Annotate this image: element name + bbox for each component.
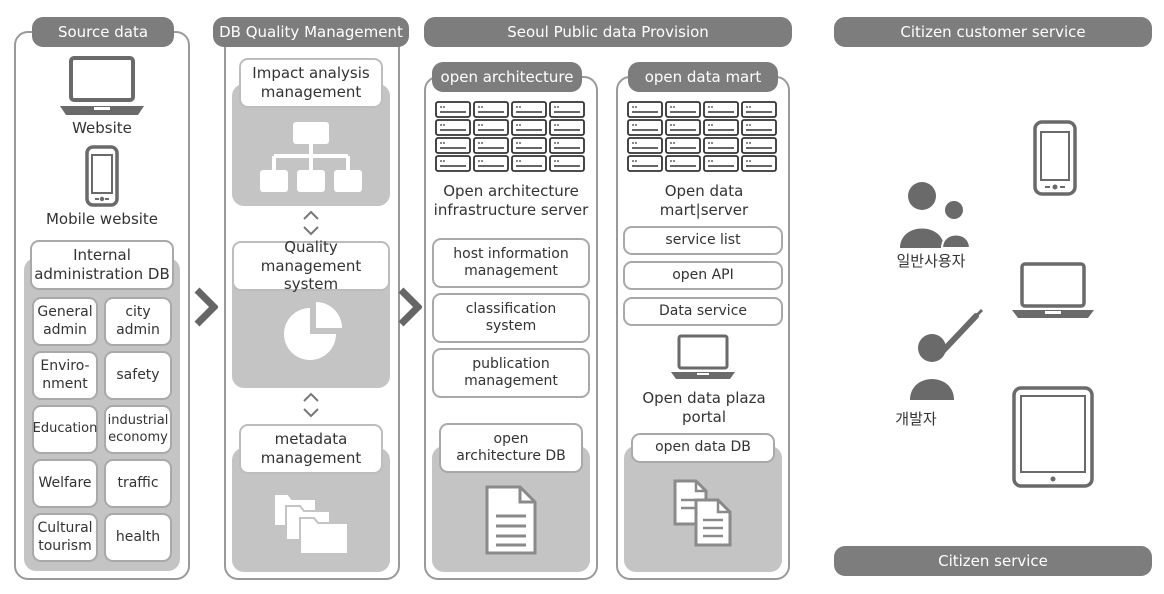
server-rack-icon (434, 100, 586, 174)
metadata-box: metadata management (239, 424, 383, 474)
folders-icon (272, 486, 352, 556)
service-list-box: service list (623, 226, 783, 255)
mobile-icon (85, 145, 119, 207)
laptop-icon (669, 334, 737, 380)
laptop-icon (1010, 262, 1096, 320)
chevron-right-icon (194, 287, 218, 327)
classification-box: classification system (432, 293, 590, 343)
category-cultural-tourism: Cultural tourism (32, 513, 98, 562)
open-architecture-server-label: Open architecture infrastructure server (433, 182, 589, 219)
citizen-customer-header: Citizen customer service (834, 17, 1152, 47)
category-education: Education (32, 405, 98, 454)
server-rack-icon (626, 100, 778, 174)
updown-arrow-icon (302, 391, 320, 419)
category-traffic: traffic (104, 459, 172, 508)
category-health: health (104, 513, 172, 562)
internal-db-box: Internal administration DB (30, 240, 174, 290)
pie-chart-icon (280, 300, 344, 364)
publication-box: publication management (432, 348, 590, 398)
users-icon (898, 180, 972, 250)
data-service-box: Data service (623, 297, 783, 326)
open-architecture-header: open architecture (432, 62, 582, 92)
developer-icon (902, 308, 986, 402)
category-industrial-economy: industrial economy (104, 405, 172, 454)
category-city-admin: city admin (104, 297, 172, 346)
open-architecture-db-box: open architecture DB (439, 423, 583, 473)
open-data-db-box: open data DB (631, 433, 775, 463)
general-user-label: 일반사용자 (896, 252, 966, 270)
open-data-mart-header: open data mart (628, 62, 778, 92)
website-label: Website (72, 119, 132, 137)
tablet-icon (1012, 386, 1094, 488)
mobile-website-label: Mobile website (45, 210, 159, 228)
laptop-icon (58, 56, 146, 118)
provision-header: Seoul Public data Provision (424, 17, 792, 47)
chevron-right-icon (398, 287, 422, 327)
citizen-service-footer: Citizen service (834, 546, 1152, 576)
open-data-portal-label: Open data plaza portal (642, 389, 766, 426)
category-welfare: Welfare (32, 459, 98, 508)
developer-label: 개발자 (895, 410, 937, 428)
open-data-mart-server-label: Open data mart|server (659, 182, 749, 219)
host-info-box: host information management (432, 238, 590, 288)
category-safety: safety (104, 351, 172, 400)
category-environment: Enviro- nment (32, 351, 98, 400)
org-chart-icon (258, 120, 364, 196)
documents-icon (672, 478, 734, 548)
updown-arrow-icon (302, 209, 320, 237)
open-api-box: open API (623, 261, 783, 290)
quality-system-box: Quality management system (232, 238, 390, 293)
document-icon (484, 484, 538, 556)
impact-analysis-box: Impact analysis management (239, 58, 383, 108)
category-general-admin: General admin (32, 297, 98, 346)
quality-header: DB Quality Management (213, 17, 409, 47)
mobile-icon (1033, 120, 1077, 196)
source-data-header: Source data (32, 17, 174, 47)
